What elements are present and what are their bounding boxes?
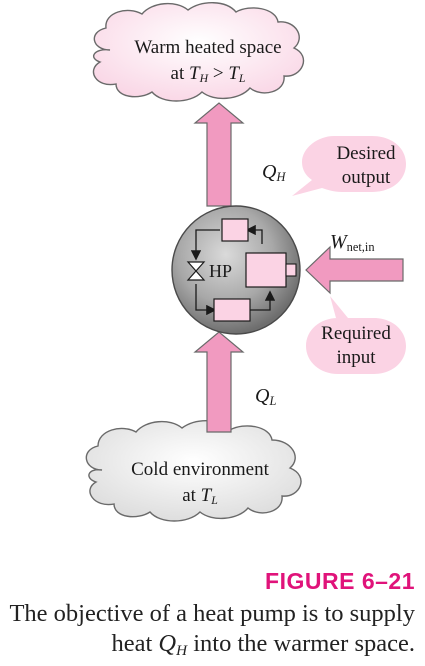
required-input-line2: input [336, 347, 376, 368]
desired-output-bubble [292, 136, 406, 196]
required-input-line1: Required [321, 323, 391, 344]
condenser-box [221, 218, 249, 242]
desired-output-line1: Desired [336, 143, 396, 164]
warm-space-label-line2: at TH > TL [170, 63, 246, 85]
q-l-label: QL [255, 385, 277, 409]
w-net-in-arrow [305, 245, 404, 295]
hp-label: HP [209, 261, 233, 281]
cold-environment-label-line2: at TL [182, 485, 218, 507]
q-h-label: QH [262, 161, 286, 185]
figure-number: FIGURE 6–21 [265, 568, 415, 594]
required-input-bubble [306, 296, 406, 374]
figure-caption: The objective of a heat pump is to suppl… [9, 600, 415, 659]
q-l-arrow [193, 331, 245, 433]
warm-space-label-line1: Warm heated space [134, 37, 282, 58]
warm-space-cloud [92, 2, 305, 102]
compressor-shaft [285, 263, 297, 277]
compressor-box [245, 252, 287, 288]
desired-output-line2: output [341, 167, 391, 188]
cold-environment-label-line1: Cold environment [131, 459, 269, 480]
cold-environment-cloud [85, 420, 302, 522]
heat-pump-sphere [171, 205, 301, 335]
evaporator-box [213, 298, 251, 322]
expansion-valve-icon [186, 261, 206, 281]
q-h-arrow [193, 102, 245, 207]
refrigeration-cycle-schematic [190, 224, 276, 316]
w-net-in-label: Wnet,in [330, 231, 375, 255]
